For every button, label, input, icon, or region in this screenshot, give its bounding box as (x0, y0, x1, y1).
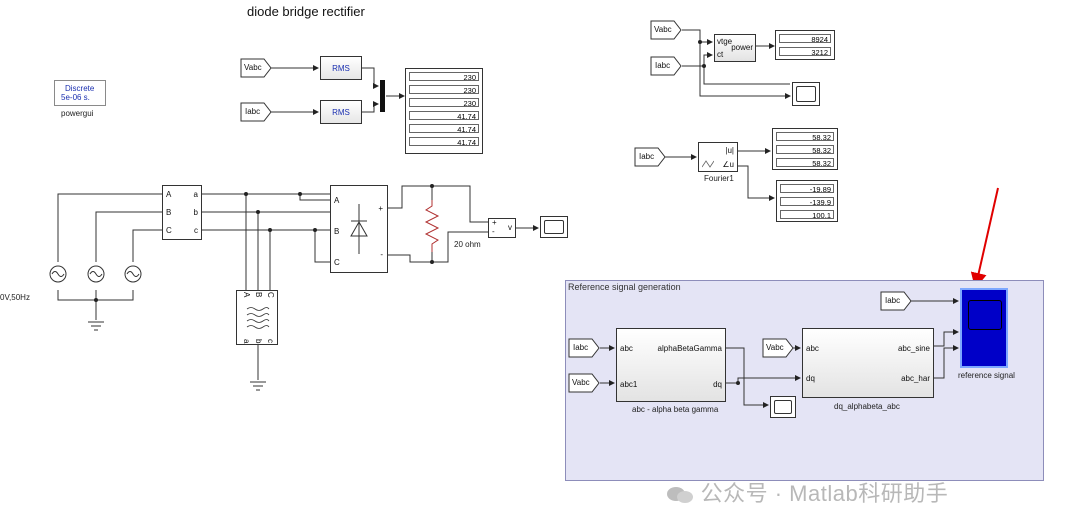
from-tag-vabc-ref[interactable]: Vabc (568, 373, 600, 393)
display-value: 230 (409, 72, 479, 82)
display-value: 58.32 (776, 132, 834, 142)
powergui-block[interactable]: Discrete 5e-06 s. (54, 80, 106, 106)
display-value: -139.9 (780, 197, 834, 207)
display-value: 230 (409, 98, 479, 108)
display-value: 3212 (779, 47, 831, 57)
abc-alpha-beta-gamma-block[interactable]: abc abc1 alphaBetaGamma dq (616, 328, 726, 402)
display-value: 41.74 (409, 137, 479, 147)
from-tag-iabc-fourier[interactable]: Iabc (634, 147, 666, 167)
display-value: 100.1 (780, 210, 834, 220)
load-label: 20 ohm (454, 240, 481, 249)
diode-icon (350, 204, 368, 254)
power-display[interactable]: 8924 3212 (775, 30, 835, 60)
dq-block-caption: dq_alphabeta_abc (834, 402, 900, 411)
rms-display[interactable]: 230 230 230 41.74 41.74 41.74 (405, 68, 483, 154)
dq-alphabeta-abc-block[interactable]: abc dq abc_sine abc_har (802, 328, 934, 398)
display-value: -19.89 (780, 184, 834, 194)
rms-block-voltage[interactable]: RMS (320, 56, 362, 80)
diagram-title: diode bridge rectifier (247, 4, 365, 19)
scope-output-voltage[interactable] (540, 216, 568, 238)
display-value: 58.32 (776, 145, 834, 155)
fourier-magnitude-display[interactable]: 58.32 58.32 58.32 (772, 128, 838, 170)
voltage-measurement-block[interactable]: + - v (488, 218, 516, 238)
power-measurement-block[interactable]: vtge ct power (714, 34, 756, 62)
abc-block-caption: abc - alpha beta gamma (632, 405, 719, 414)
fourier-icon (702, 160, 714, 168)
reference-scope-caption: reference signal (958, 371, 1015, 380)
rms-block-current[interactable]: RMS (320, 100, 362, 124)
display-value: 8924 (779, 34, 831, 44)
from-tag-vabc-dq[interactable]: Vabc (762, 338, 794, 358)
diode-bridge-block[interactable]: A B C + - (330, 185, 388, 273)
transformer-coil-icon (246, 307, 270, 329)
fourier-block[interactable]: |u| ∠u (698, 142, 738, 172)
from-tag-iabc[interactable]: Iabc (240, 102, 272, 122)
wechat-icon (666, 485, 694, 505)
scope-screen-icon (968, 300, 1002, 330)
from-tag-vabc[interactable]: Vabc (240, 58, 272, 78)
source-label: 0V,50Hz (0, 293, 30, 302)
reference-area-title: Reference signal generation (568, 282, 681, 292)
watermark: 公众号 · Matlab科研助手 (666, 476, 948, 508)
three-phase-transformer[interactable]: A B C a b c (236, 290, 278, 345)
reference-signal-scope[interactable] (960, 288, 1008, 368)
fourier-caption: Fourier1 (704, 174, 734, 183)
from-tag-iabc-scope[interactable]: Iabc (880, 291, 912, 311)
display-value: 230 (409, 85, 479, 95)
display-value: 41.74 (409, 124, 479, 134)
powergui-mode: Discrete (65, 84, 95, 93)
powergui-step: 5e-06 s. (61, 93, 90, 102)
fourier-angle-display[interactable]: -19.89 -139.9 100.1 (776, 180, 838, 222)
from-tag-vabc-power[interactable]: Vabc (650, 20, 682, 40)
display-value: 41.74 (409, 111, 479, 121)
powergui-caption: powergui (61, 109, 94, 118)
from-tag-iabc-power[interactable]: Iabc (650, 56, 682, 76)
from-tag-iabc-ref[interactable]: Iabc (568, 338, 600, 358)
vi-measurement-block[interactable]: A B C a b c (162, 185, 202, 240)
display-value: 58.32 (776, 158, 834, 168)
scope-power[interactable] (792, 82, 820, 106)
scope-alpha-beta[interactable] (770, 396, 796, 418)
